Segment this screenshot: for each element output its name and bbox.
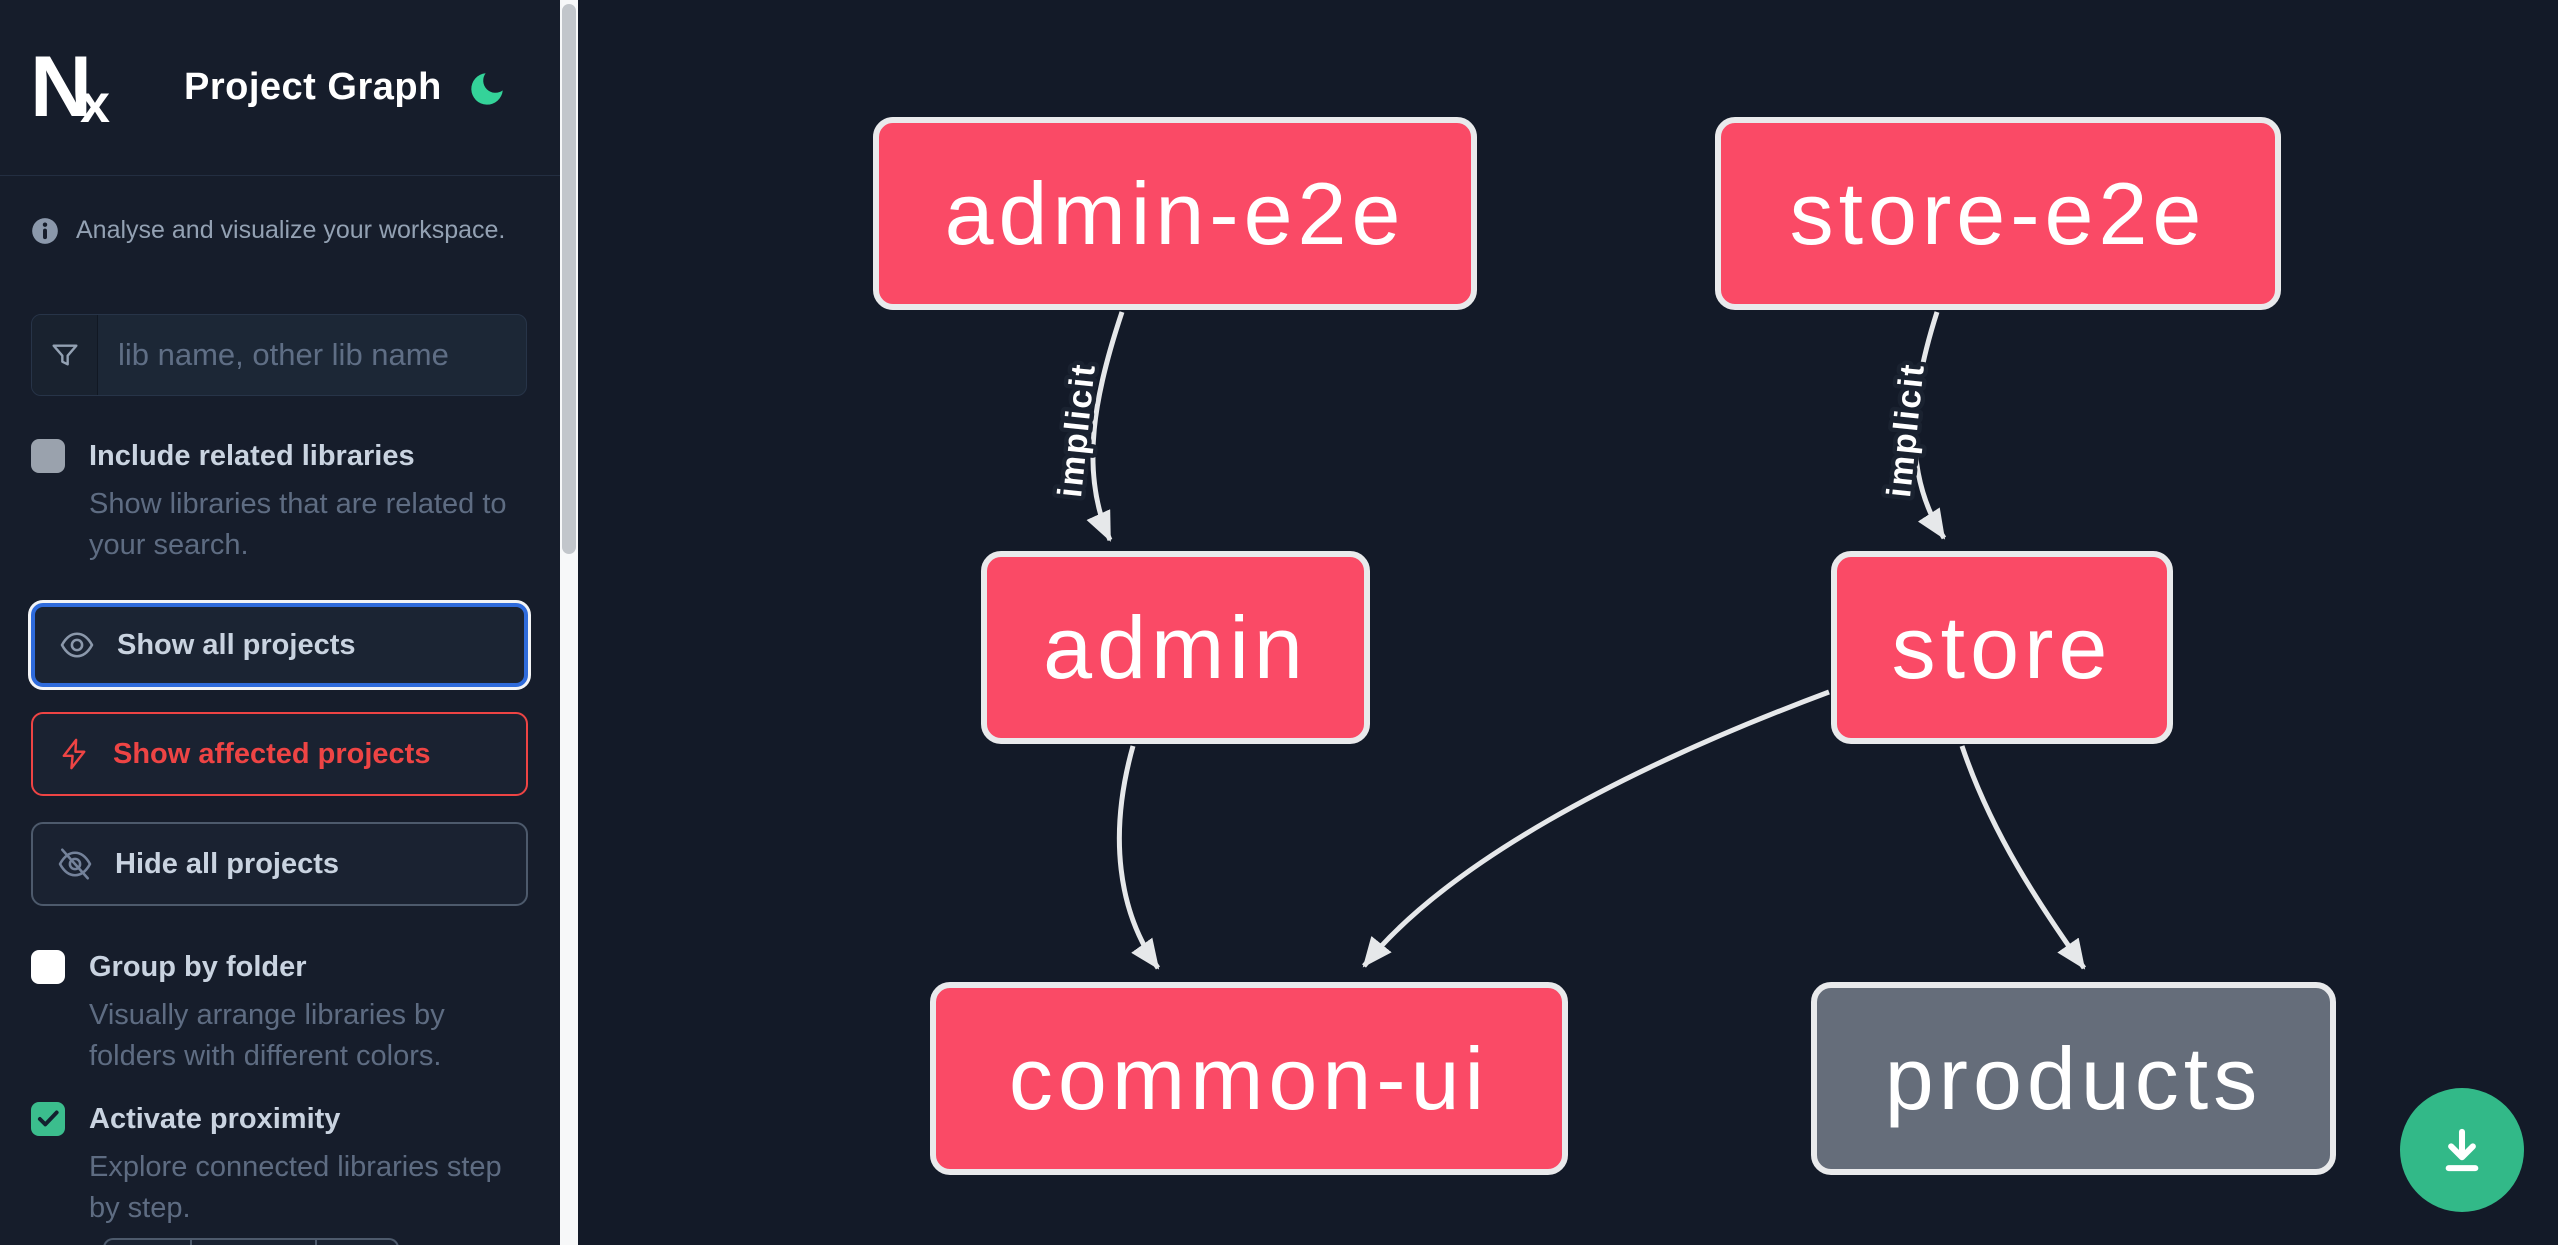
graph-node-common-ui[interactable]: common-ui (930, 982, 1568, 1175)
stepper-value (190, 1240, 315, 1245)
workspace-tagline-row: Analyse and visualize your workspace. (31, 216, 531, 245)
graph-node-products[interactable]: products (1811, 982, 2336, 1175)
moon-icon (471, 73, 503, 105)
edge-store-to-products[interactable] (1959, 745, 2087, 970)
stepper-increment[interactable] (315, 1240, 397, 1245)
page-title: Project Graph (184, 66, 442, 108)
show-affected-projects-button[interactable]: Show affected projects (31, 712, 528, 796)
node-label: store-e2e (1789, 163, 2207, 263)
activate-proximity-checkbox[interactable] (31, 1102, 65, 1136)
graph-node-admin[interactable]: admin (981, 551, 1370, 744)
include-related-description: Show libraries that are related to your … (89, 488, 507, 561)
funnel-icon (51, 344, 78, 366)
svg-text:x: x (80, 74, 110, 128)
sidebar-scrollbar-thumb[interactable] (562, 4, 576, 554)
proximity-stepper[interactable] (103, 1238, 399, 1245)
graph-node-admin-e2e[interactable]: admin-e2e (873, 117, 1477, 310)
node-label: products (1884, 1028, 2263, 1128)
show-all-projects-button[interactable]: Show all projects (31, 603, 528, 687)
info-icon (32, 217, 58, 244)
node-label: admin-e2e (944, 163, 1406, 263)
activate-proximity-row: Activate proximity Explore connected lib… (31, 1100, 541, 1229)
sidebar-header: N x Project Graph (0, 0, 560, 176)
graph-node-store[interactable]: store (1831, 551, 2173, 744)
include-related-row: Include related libraries Show libraries… (31, 437, 541, 566)
sidebar: N x Project Graph Analyse and visualize … (0, 0, 560, 1245)
nx-logo-icon: N x (30, 48, 110, 128)
node-label: store (1891, 597, 2113, 697)
group-by-folder-description: Visually arrange libraries by folders wi… (89, 999, 445, 1072)
filter-search (31, 314, 527, 396)
theme-toggle-button[interactable] (466, 68, 508, 110)
group-by-folder-checkbox[interactable] (31, 950, 65, 984)
sidebar-scrollbar-track[interactable] (560, 0, 578, 1245)
show-all-projects-label: Show all projects (117, 628, 356, 661)
eye-off-icon (58, 848, 92, 880)
edge-admin-e2e-to-admin[interactable] (1086, 311, 1125, 542)
search-input[interactable] (98, 315, 526, 395)
edge-store-to-common-ui[interactable] (1362, 689, 1830, 968)
stepper-decrement[interactable] (105, 1240, 190, 1245)
check-icon (37, 1110, 59, 1127)
group-by-folder-label: Group by folder (89, 951, 307, 983)
edge-store-e2e-to-store[interactable] (1912, 311, 1947, 540)
bolt-icon (62, 738, 86, 770)
svg-text:N: N (30, 48, 92, 128)
node-label: common-ui (1008, 1028, 1490, 1128)
edge-label-implicit: implicit (1880, 361, 1932, 499)
node-label: admin (1043, 597, 1308, 697)
download-graph-button[interactable] (2400, 1088, 2524, 1212)
activate-proximity-description: Explore connected libraries step by step… (89, 1151, 502, 1224)
workspace-tagline: Analyse and visualize your workspace. (76, 216, 506, 244)
graph-node-store-e2e[interactable]: store-e2e (1715, 117, 2281, 310)
include-related-label: Include related libraries (89, 440, 415, 472)
edge-admin-to-common-ui[interactable] (1116, 745, 1161, 970)
hide-all-projects-button[interactable]: Hide all projects (31, 822, 528, 906)
eye-icon (60, 632, 94, 658)
group-by-folder-row: Group by folder Visually arrange librari… (31, 948, 541, 1077)
download-icon (2445, 1128, 2479, 1172)
activate-proximity-label: Activate proximity (89, 1103, 341, 1135)
show-affected-projects-label: Show affected projects (113, 737, 431, 770)
hide-all-projects-label: Hide all projects (115, 847, 340, 880)
include-related-checkbox[interactable] (31, 439, 65, 473)
filter-icon-cell (32, 315, 98, 395)
